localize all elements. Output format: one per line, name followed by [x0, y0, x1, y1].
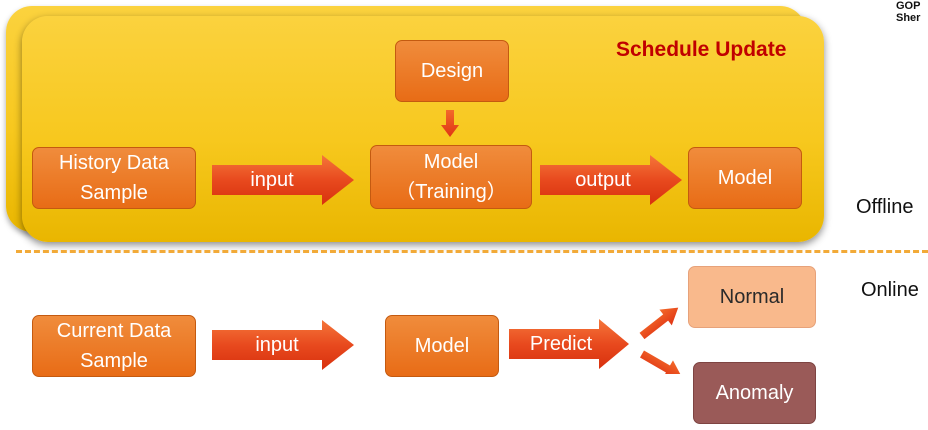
- arrow-to-anomaly: [640, 350, 682, 374]
- offline-input-label: input: [250, 168, 294, 191]
- corner-text-line2: Sher: [896, 12, 921, 24]
- corner-text: GOP Sher: [896, 0, 920, 24]
- online-input-label: input: [255, 333, 299, 356]
- model-online-box: Model: [385, 315, 499, 377]
- offline-input-arrow: input: [212, 155, 354, 205]
- model-training-line1: Model: [423, 151, 479, 173]
- model-training-box: Model （Training）: [370, 145, 532, 209]
- history-box-line1: History Data: [58, 152, 170, 174]
- normal-box: Normal: [688, 266, 816, 328]
- predict-label: Predict: [529, 332, 593, 355]
- current-box-line1: Current Data: [56, 320, 172, 342]
- arrow-to-normal: [639, 307, 679, 340]
- corner-text-line1: GOP: [896, 0, 921, 12]
- design-box: Design: [395, 40, 509, 102]
- model-training-line2: （Training）: [395, 181, 507, 203]
- schedule-update-title: Schedule Update: [616, 38, 787, 61]
- anomaly-box: Anomaly: [693, 362, 816, 424]
- predict-arrow: Predict: [509, 319, 629, 369]
- model-output-box: Model: [688, 147, 802, 209]
- history-box-line2: Sample: [80, 182, 148, 204]
- offline-online-divider: [16, 250, 928, 253]
- offline-label: Offline: [856, 196, 914, 218]
- online-label: Online: [861, 279, 919, 301]
- current-data-sample-box: Current Data Sample: [32, 315, 196, 377]
- history-data-sample-box: History Data Sample: [32, 147, 196, 209]
- design-down-arrow: [441, 110, 459, 138]
- online-input-arrow: input: [212, 320, 354, 370]
- offline-output-arrow: output: [540, 155, 682, 205]
- current-box-line2: Sample: [80, 350, 148, 372]
- offline-output-label: output: [575, 168, 631, 191]
- branch-arrows: [630, 292, 690, 374]
